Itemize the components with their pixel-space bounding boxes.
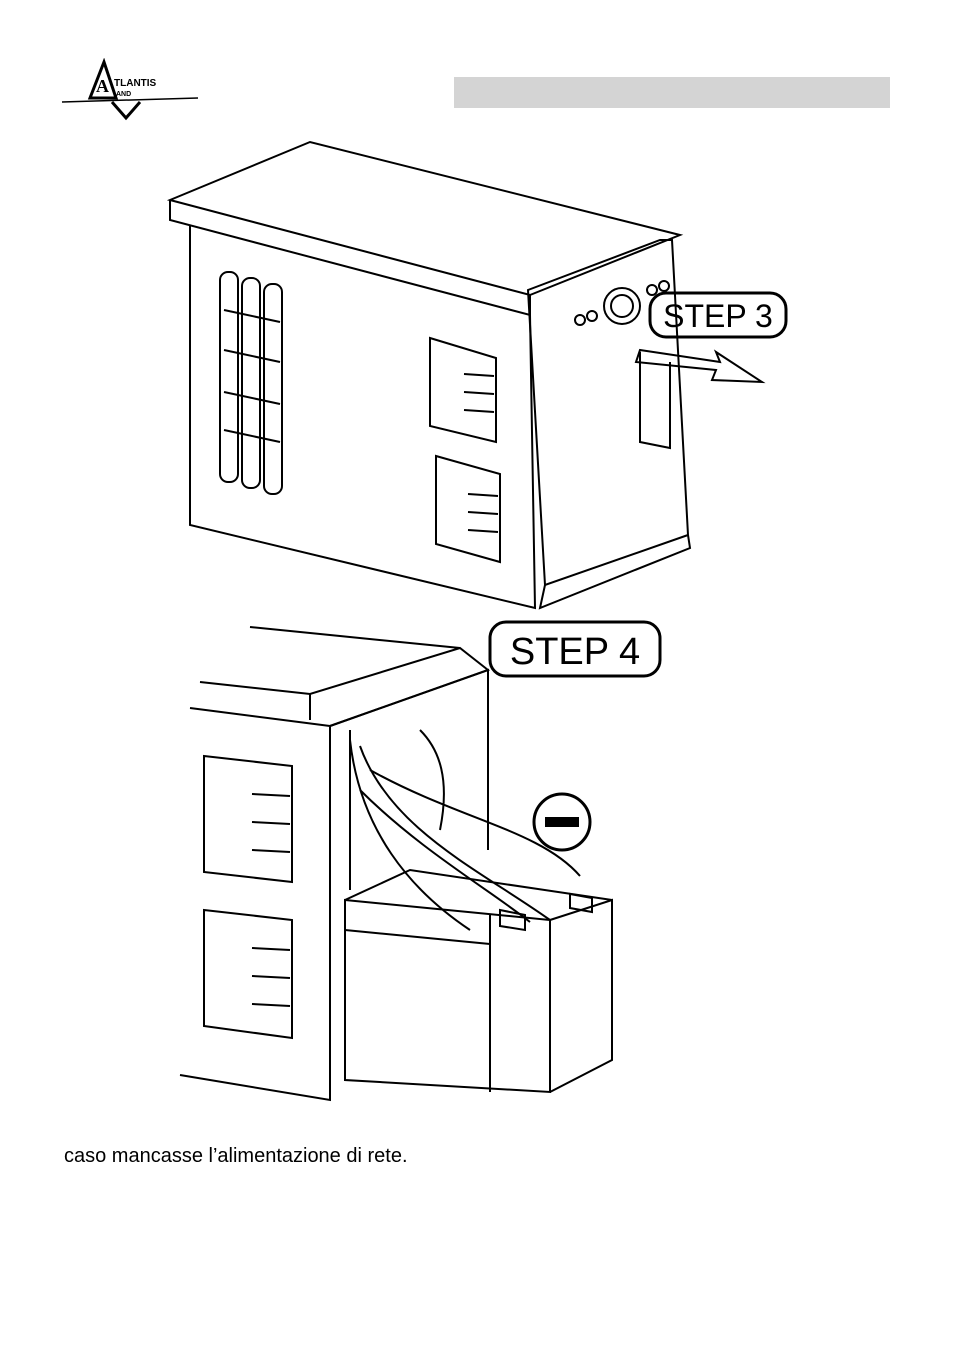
body-text-caption: caso mancasse l’alimentazione di rete. <box>64 1145 408 1167</box>
step4-label: STEP 4 <box>488 620 662 678</box>
step3-label: STEP 3 <box>648 291 788 339</box>
logo-text-top: TLANTIS <box>114 78 157 89</box>
front-panel-removal-arrow-icon <box>634 348 766 450</box>
logo-letter: A <box>96 76 109 96</box>
header-bar <box>454 77 890 108</box>
atlantis-land-logo: A TLANTIS AND <box>60 58 200 122</box>
step4-text: STEP 4 <box>510 631 640 673</box>
battery-pack-icon <box>179 626 613 1102</box>
ups-battery-replacement-illustration: STEP 3 STEP 4 <box>160 130 800 1110</box>
ups-unit-icon <box>166 140 766 610</box>
step3-text: STEP 3 <box>663 298 773 334</box>
logo-text-bottom: AND <box>116 91 131 98</box>
negative-terminal-icon <box>532 792 592 852</box>
